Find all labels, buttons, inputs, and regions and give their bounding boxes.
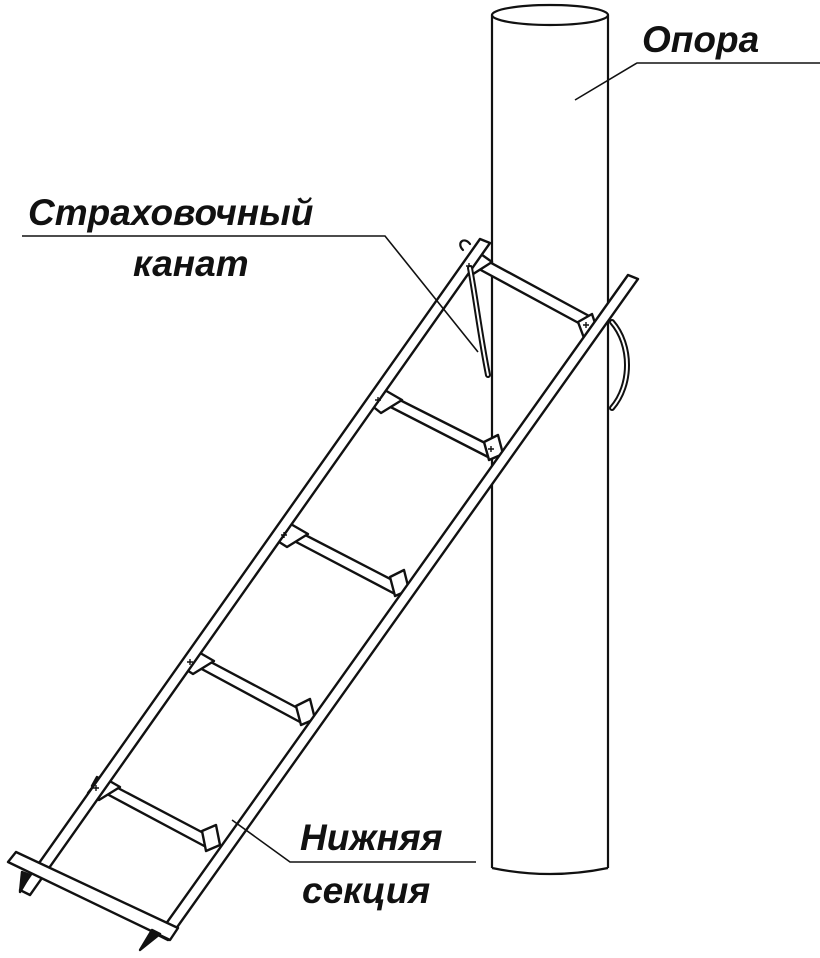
rivets [93,263,589,791]
rung-plate [200,823,222,853]
pole-top [490,3,610,27]
ladder-left-foot [18,870,32,894]
ladder [6,237,640,952]
lower-section-leader [231,819,476,863]
ladder-right-foot [138,928,162,952]
safety-rope-label-line1: Страховочный [28,192,313,233]
rope-hook [459,239,472,252]
ladder-left-rail [18,237,492,897]
lower-section-label-line2: секция [302,870,430,911]
support-label: Опора [642,19,759,60]
rope-leader [22,235,479,353]
leader-lines [22,62,820,863]
lower-section-label-line1: Нижняя [300,817,443,858]
safety-rope-label-line2: канат [133,243,249,284]
pole-bottom [491,866,609,876]
support-leader [574,62,820,101]
ladder-bottom-bar [6,850,180,942]
safety-rope [459,239,630,411]
